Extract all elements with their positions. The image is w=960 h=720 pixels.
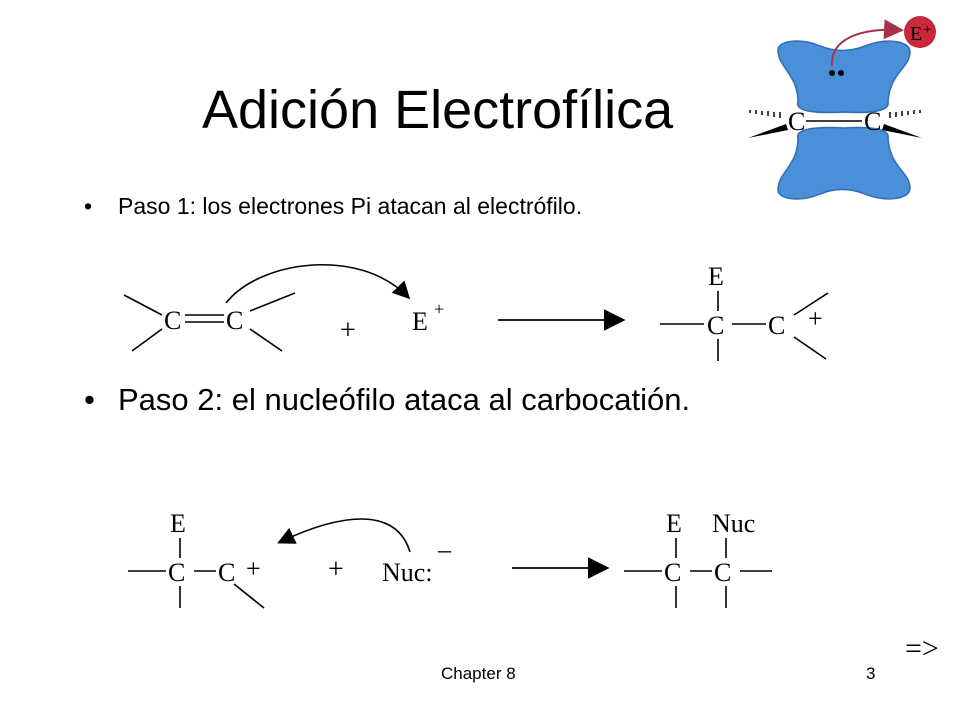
footer-chapter: Chapter 8 [441,664,516,683]
footer-page-number: 3 [866,664,876,683]
step2-text: Paso 2: el nucleófilo ataca al carbocati… [118,382,691,417]
r2-reactant-charge: + [246,554,261,583]
r2-plus: + [328,554,344,585]
r2-reactant-c2: C [218,558,235,587]
r1-bond [131,328,163,352]
r2-curved-arrow [277,518,411,553]
reaction1-scheme: C C + E + E C C + [123,262,829,361]
r2-nucleophile-charge: – [437,535,452,564]
r1-product-charge: + [808,304,823,333]
step1-text: Paso 1: los electrones Pi atacan al elec… [118,193,583,219]
pi-atom-c-left: C [788,107,805,136]
r1-bond [249,328,283,352]
r2-reactant-e: E [170,509,186,538]
electron-dot [838,70,844,76]
r2-nucleophile: Nuc: [382,558,433,587]
r1-product-c2: C [768,311,785,340]
step2-bullet: • Paso 2: el nucleófilo ataca al carbocat… [84,380,690,420]
pi-lobe-upper [777,40,911,114]
bullet-dot: • [84,382,95,417]
r1-curved-arrow [225,264,411,304]
next-slide-arrow[interactable]: => [905,632,939,665]
r1-product-bond [793,292,829,316]
r1-bond [249,292,296,312]
electrophile-ball [904,16,936,48]
electrophile-ball-charge: + [923,22,931,38]
pi-lobe-lower [777,126,911,200]
r1-electrophile: E [412,307,428,336]
electron-dot [829,70,835,76]
r2-reactant-c1: C [168,558,185,587]
bullet-dot: • [84,193,93,219]
r1-carbon-2: C [226,306,243,335]
pi-bond-illustration: C C E + [748,16,936,200]
step1-bullet: • Paso 1: los electrones Pi atacan al ele… [84,190,582,222]
r1-product-bond [793,336,827,360]
r1-product-c1: C [707,311,724,340]
r1-carbon-1: C [164,306,181,335]
pi-atom-c-right: C [864,107,881,136]
pi-wedge-left [748,124,788,138]
electrophile-ball-label: E [910,23,922,45]
r2-product-nuc: Nuc [712,509,755,538]
pi-attack-arrow [830,19,904,67]
r2-product-c2: C [714,558,731,587]
r1-electrophile-charge: + [434,299,444,319]
slide-title: Adición Electrofílica [202,80,674,140]
r1-bond [123,294,163,316]
r2-bond [233,583,265,609]
r1-plus: + [340,315,356,346]
r1-product-e: E [708,262,724,291]
pi-hashed-bonds [749,110,921,118]
pi-wedge-right [882,124,922,138]
r2-product-c1: C [664,558,681,587]
reaction2-scheme: E C C + + Nuc: – E Nuc C C [128,509,772,609]
r2-product-e: E [666,509,682,538]
